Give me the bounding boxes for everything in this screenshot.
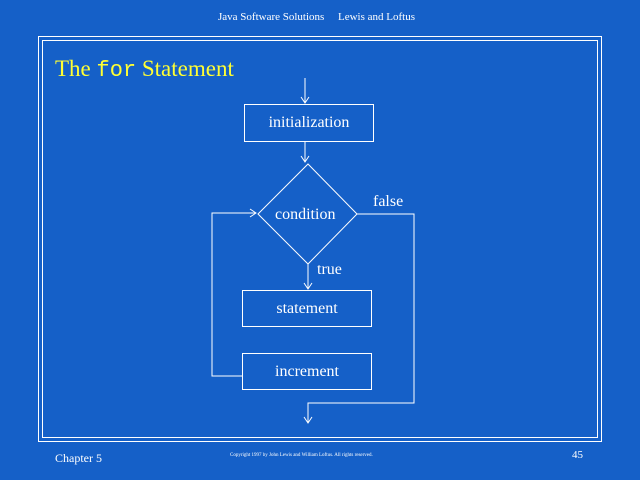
title-prefix: The <box>55 56 97 81</box>
initialization-box: initialization <box>244 104 374 142</box>
loop-back-arrowhead <box>249 208 257 218</box>
true-label: true <box>317 261 342 278</box>
condition-label: condition <box>275 206 336 223</box>
initialization-label: initialization <box>268 114 350 131</box>
loop-back-line <box>211 212 256 377</box>
footer-page-number: 45 <box>572 449 583 461</box>
statement-box: statement <box>242 290 372 327</box>
title-suffix: Statement <box>136 56 234 81</box>
slide-frame-outer <box>38 36 602 442</box>
false-branch-arrowhead <box>303 416 313 424</box>
slide-title: The for Statement <box>55 56 234 83</box>
true-branch-arrowhead <box>303 282 313 290</box>
footer-chapter: Chapter 5 <box>55 451 102 465</box>
statement-label: statement <box>276 299 338 317</box>
entry-arrowhead <box>300 96 310 104</box>
increment-label: increment <box>275 362 339 380</box>
false-label: false <box>373 193 404 210</box>
footer-copyright: Copyright 1997 by John Lewis and William… <box>230 453 373 458</box>
false-branch-line <box>307 213 415 423</box>
slide-frame-inner <box>42 40 598 438</box>
header-book-title: Java Software Solutions <box>218 11 325 23</box>
init-to-condition-arrowhead <box>300 155 310 163</box>
increment-box: increment <box>242 353 372 390</box>
title-code-keyword: for <box>96 58 137 83</box>
header-authors: Lewis and Loftus <box>338 11 415 23</box>
